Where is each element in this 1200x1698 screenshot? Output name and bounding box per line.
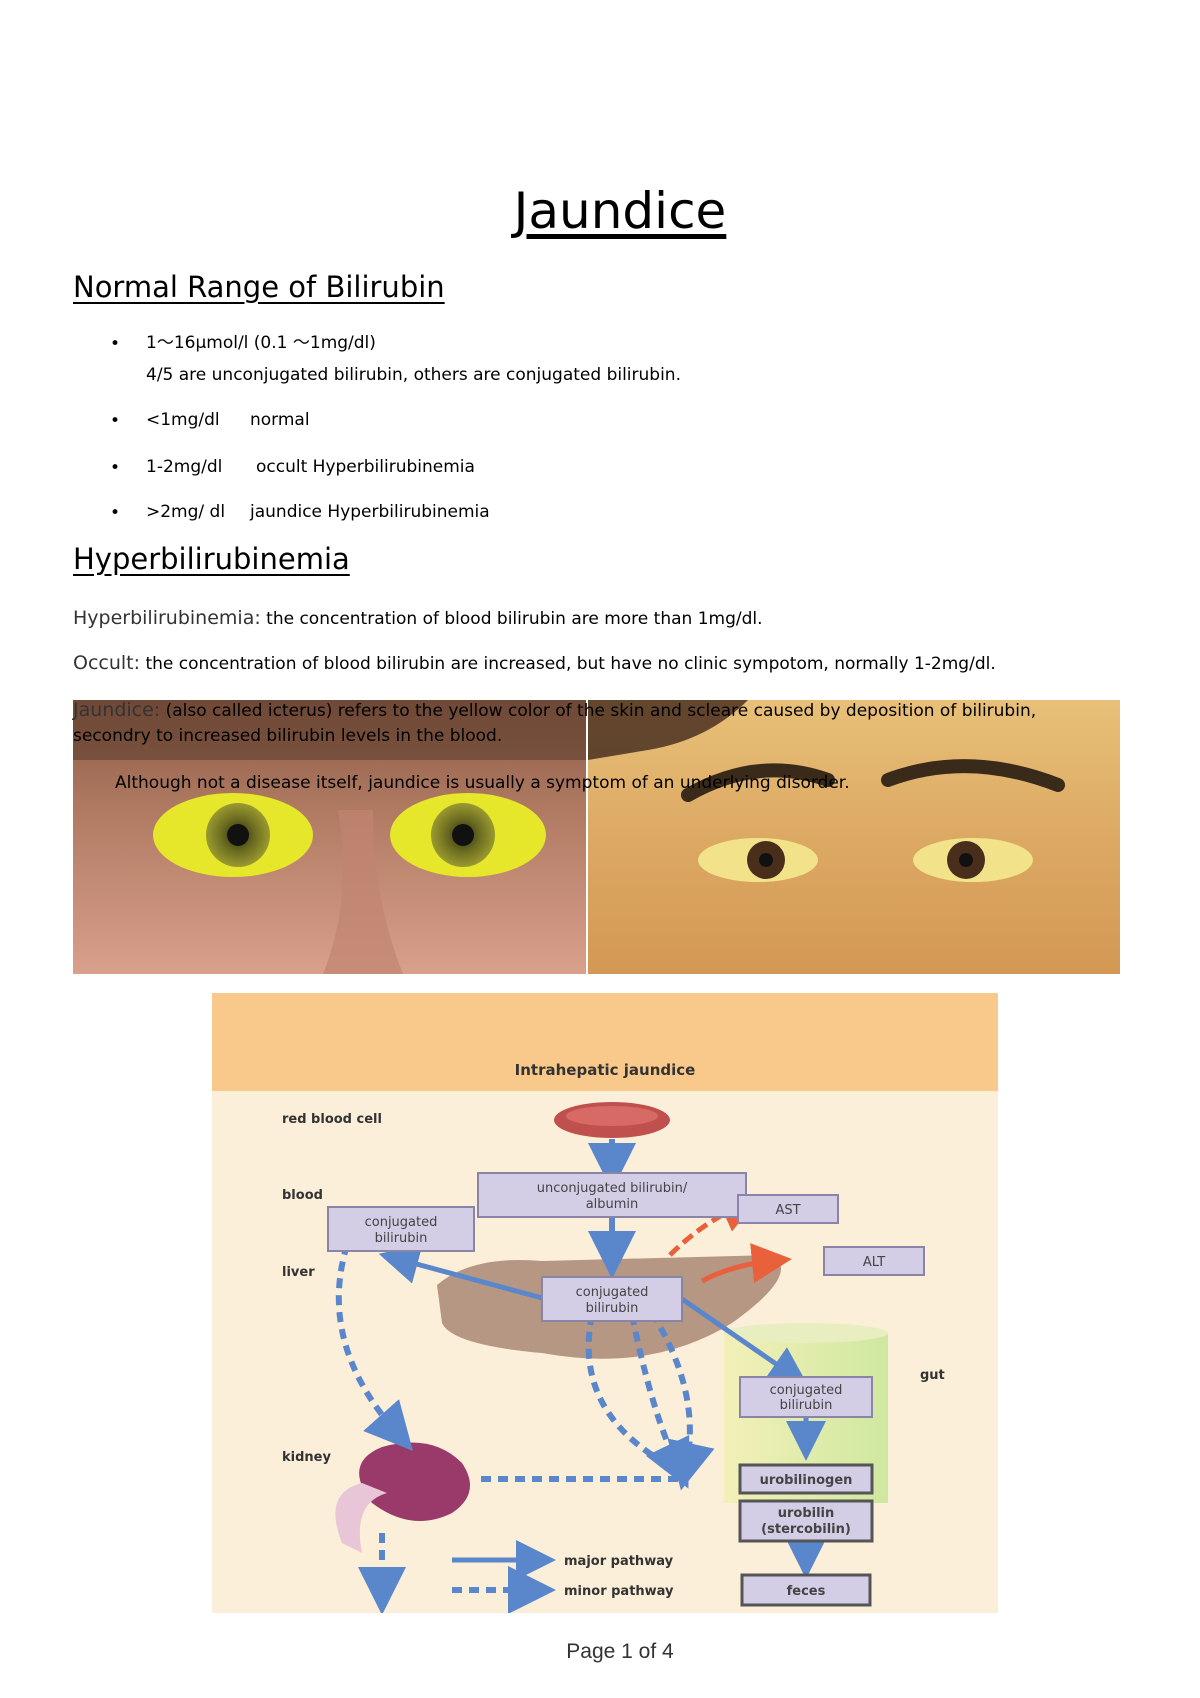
term-label: Hyperbilirubinemia:	[73, 607, 261, 629]
diagram-header	[212, 993, 998, 1091]
bullet-marker: •	[110, 503, 121, 523]
bullet-4-range: >2mg/ dl	[146, 502, 226, 522]
box-conjugated-blood-line1: conjugated	[365, 1215, 438, 1230]
legend-minor: minor pathway	[564, 1584, 674, 1599]
box-unconjugated-line2: albumin	[586, 1197, 639, 1212]
paragraph-hyperbilirubinemia: Hyperbilirubinemia: the concentration of…	[73, 607, 1133, 629]
bullet-1-line1: 1～16μmol/l (0.1 ～1mg/dl)	[146, 333, 376, 353]
bullet-3-desc: occult Hyperbilirubinemia	[256, 457, 475, 477]
label-kidney: kidney	[282, 1450, 331, 1465]
bullet-2-desc: normal	[250, 410, 310, 430]
section-heading-hyperbilirubinemia: Hyperbilirubinemia	[73, 542, 350, 576]
paragraph-jaundice-line1: Jaundice: (also called icterus) refers t…	[73, 699, 1133, 721]
label-gut: gut	[920, 1368, 945, 1383]
term-label: Occult:	[73, 652, 141, 674]
bullet-4-desc: jaundice Hyperbilirubinemia	[250, 502, 490, 522]
term-definition: the concentration of blood bilirubin are…	[145, 654, 996, 674]
box-conjugated-liver-line2: bilirubin	[586, 1301, 639, 1316]
term-definition: the concentration of blood bilirubin are…	[266, 609, 763, 629]
box-conjugated-gut-line2: bilirubin	[780, 1398, 833, 1413]
intrahepatic-jaundice-diagram: Intrahepatic jaundice red blood cell blo…	[212, 993, 998, 1613]
legend-major: major pathway	[564, 1554, 674, 1569]
label-blood: blood	[282, 1188, 323, 1203]
box-ast: AST	[775, 1203, 800, 1218]
section-heading-normal-range: Normal Range of Bilirubin	[73, 270, 445, 304]
box-feces: feces	[787, 1584, 826, 1599]
page-footer: Page 1 of 4	[566, 1640, 674, 1663]
paragraph-jaundice-line3: Although not a disease itself, jaundice …	[115, 773, 850, 793]
page-title: Jaundice	[513, 182, 727, 240]
bullet-1-line2: 4/5 are unconjugated bilirubin, others a…	[146, 365, 681, 385]
bullet-marker: •	[110, 458, 121, 478]
bullet-marker: •	[110, 334, 121, 354]
kidney-shape	[359, 1442, 470, 1521]
bullet-3-range: 1-2mg/dl	[146, 457, 223, 477]
photo-yellow-eyes-left	[73, 700, 586, 974]
box-conjugated-blood-line2: bilirubin	[375, 1231, 428, 1246]
box-urobilin-line2: (stercobilin)	[761, 1522, 851, 1537]
photo-yellow-eyes-right	[588, 700, 1120, 974]
box-conjugated-liver-line1: conjugated	[576, 1285, 649, 1300]
term-label: Jaundice:	[73, 699, 161, 721]
term-definition: (also called icterus) refers to the yell…	[165, 701, 1037, 721]
label-liver: liver	[282, 1265, 315, 1280]
bullet-2-range: <1mg/dl	[146, 410, 220, 430]
box-urobilin-line1: urobilin	[778, 1506, 835, 1521]
paragraph-jaundice-line2: secondry to increased bilirubin levels i…	[73, 726, 503, 746]
box-unconjugated-line1: unconjugated bilirubin/	[537, 1181, 688, 1196]
box-urobilinogen: urobilinogen	[760, 1473, 853, 1488]
box-alt: ALT	[863, 1255, 885, 1270]
paragraph-occult: Occult: the concentration of blood bilir…	[73, 652, 1133, 674]
diagram-title: Intrahepatic jaundice	[515, 1061, 696, 1079]
label-red-blood-cell: red blood cell	[282, 1112, 382, 1127]
box-conjugated-gut-line1: conjugated	[770, 1383, 843, 1398]
bullet-marker: •	[110, 411, 121, 431]
